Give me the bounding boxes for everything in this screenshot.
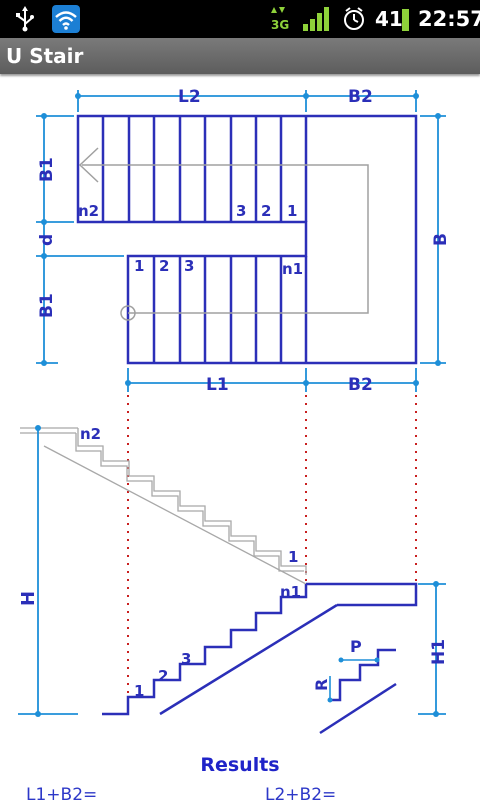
formula-L1-B2: L1+B2= — [26, 785, 98, 805]
dim-label-H1: H1 — [429, 639, 449, 665]
section-label-1-upper: 1 — [288, 548, 298, 566]
plan-lower-step-2: 2 — [159, 257, 169, 275]
dim-label-L1: L1 — [206, 375, 229, 395]
height-dimension — [18, 428, 446, 715]
formula-L2-B2: L2+B2= — [265, 785, 337, 805]
plan-dim-dots — [41, 93, 441, 386]
plan-upper-step-2: 2 — [261, 202, 271, 220]
alarm-clock-icon — [342, 0, 366, 38]
dim-label-B: B — [431, 233, 451, 246]
network-3g-icon: 3G — [270, 0, 290, 38]
network-type-label: 3G — [271, 18, 289, 32]
projection-guides — [127, 395, 417, 712]
detail-label-R: R — [312, 679, 331, 691]
plan-step-n2: n2 — [78, 202, 99, 220]
dim-label-B1-upper: B1 — [37, 157, 57, 182]
wifi-icon — [52, 0, 80, 38]
results-heading: Results — [200, 754, 280, 776]
section-label-2: 2 — [158, 667, 168, 685]
battery-level: 41 — [375, 7, 403, 31]
signal-bars-icon — [302, 0, 330, 38]
dim-label-B2-top: B2 — [348, 87, 373, 107]
battery-icon — [401, 0, 411, 38]
dim-label-B2-bottom: B2 — [348, 375, 373, 395]
detail-dims — [329, 659, 377, 700]
usb-icon — [14, 0, 36, 38]
riser-tread-detail — [319, 648, 397, 735]
dim-label-B1-lower: B1 — [37, 293, 57, 318]
section-label-1-lower: 1 — [134, 682, 144, 700]
section-label-3: 3 — [181, 650, 191, 668]
plan-step-n1: n1 — [282, 260, 303, 278]
app-title: U Stair — [6, 44, 84, 68]
plan-upper-step-3: 3 — [236, 202, 246, 220]
walking-line — [78, 147, 369, 321]
detail-label-P: P — [350, 637, 362, 656]
plan-lower-step-3: 3 — [184, 257, 194, 275]
status-bar: 3G 41 22:57 — [0, 0, 480, 38]
landing-slab — [306, 582, 418, 607]
title-bar: U Stair — [0, 38, 480, 74]
stair-drawing: n2 3 2 1 1 2 3 n1 L2 B2 L1 B2 — [18, 87, 451, 735]
plan-lower-step-1: 1 — [134, 257, 144, 275]
dim-label-L2: L2 — [178, 87, 201, 107]
plan-dimensions — [36, 90, 446, 392]
dim-label-H: H — [18, 591, 39, 606]
plan-upper-step-1: 1 — [287, 202, 297, 220]
plan-view — [76, 114, 418, 365]
clock: 22:57 — [418, 7, 480, 31]
section-label-n1: n1 — [280, 583, 301, 601]
dim-label-d: d — [37, 234, 57, 246]
upper-flight-section — [20, 427, 307, 585]
section-label-n2: n2 — [80, 425, 101, 443]
lower-flight-section — [102, 584, 338, 716]
